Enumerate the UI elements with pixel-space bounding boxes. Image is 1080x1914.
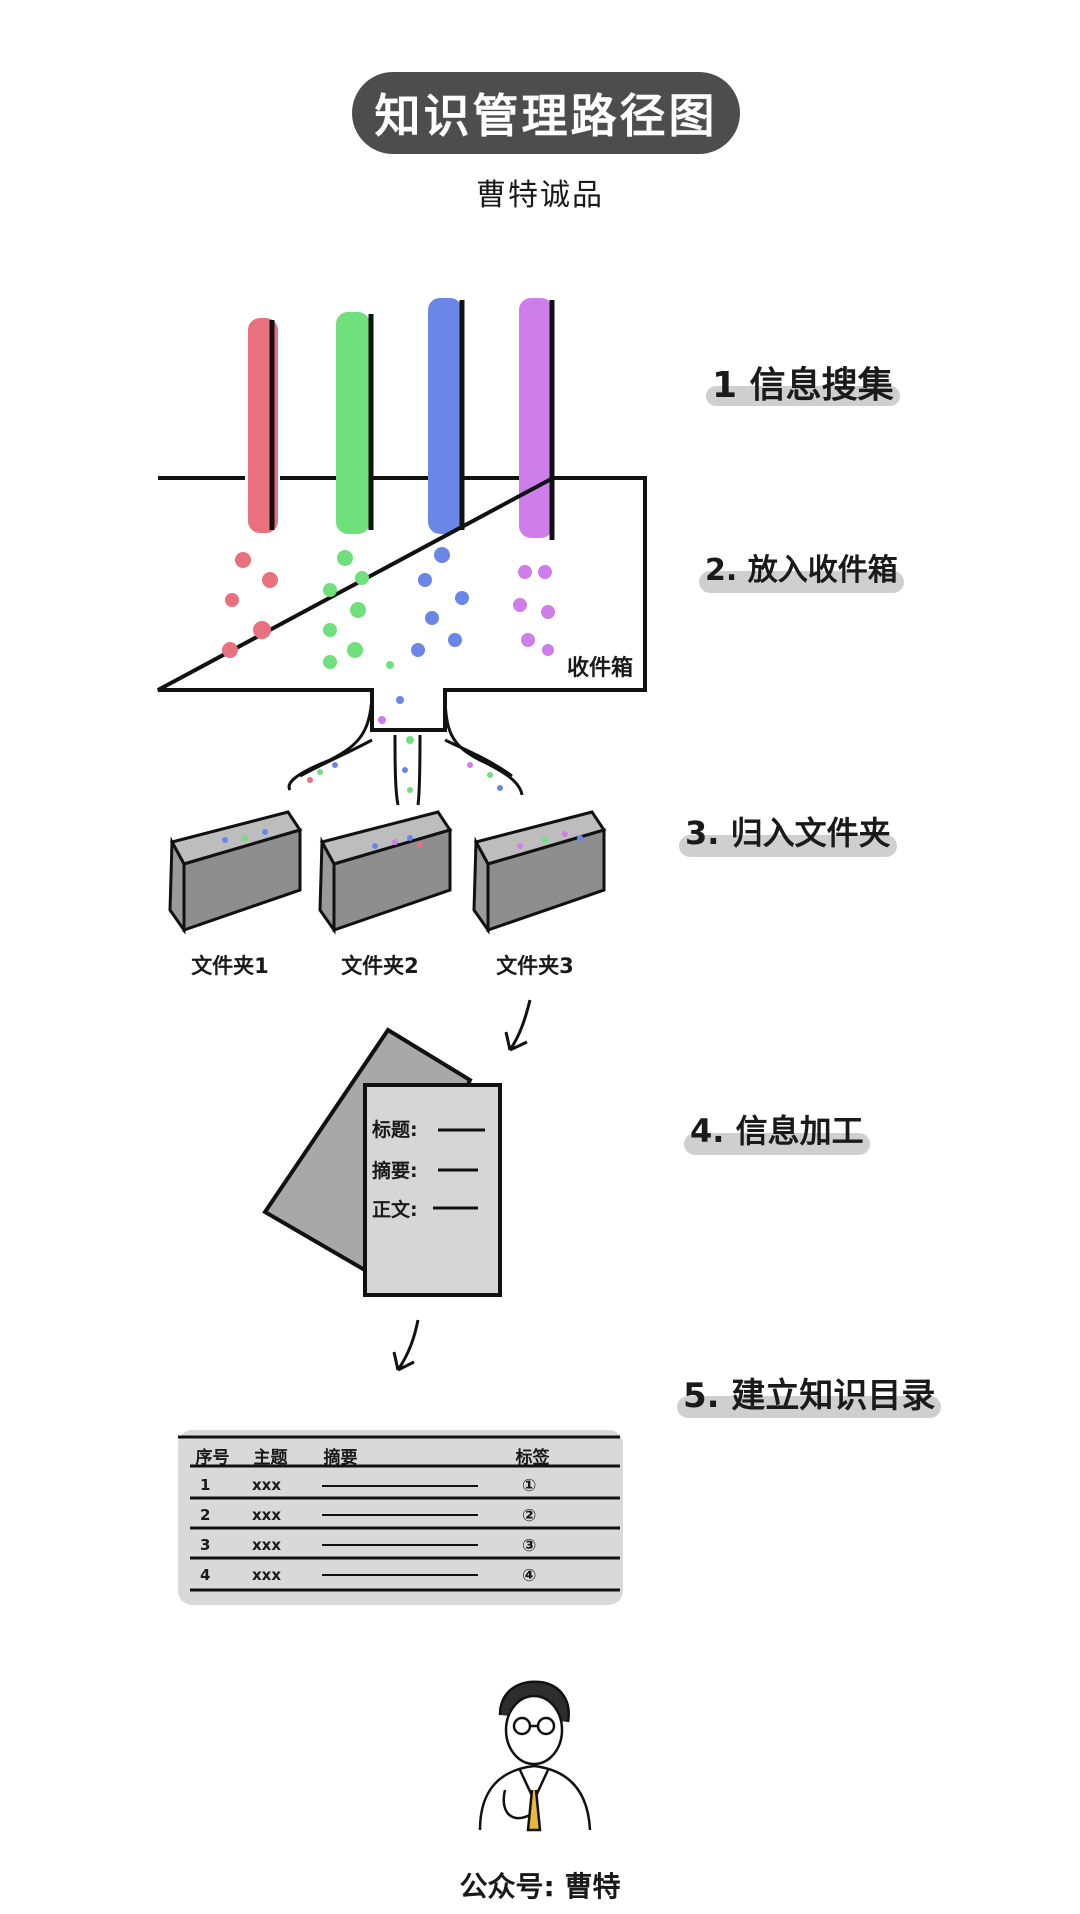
folder-3-label: 文件夹3 [496, 954, 574, 978]
arrow-to-table [392, 1319, 420, 1372]
step-4-process: 4. 信息加工 [684, 1106, 870, 1155]
stream-green [336, 312, 370, 534]
info-streams [248, 298, 555, 540]
doc-field-summary: 摘要: [372, 1160, 418, 1182]
document-sheet [363, 1083, 502, 1297]
folder-2 [318, 810, 453, 935]
table-body: 1 xxx ① 2 xxx ② 3 xxx ③ 4 xxx ④ [200, 1476, 537, 1586]
step-1-collect: 1 信息搜集 [706, 356, 900, 408]
folder-2-label: 文件夹2 [341, 954, 419, 978]
folder-3 [472, 810, 607, 935]
step-2-inbox: 2. 放入收件箱 [699, 545, 904, 593]
doc-field-title: 标题: [372, 1119, 418, 1141]
funnel-branches [287, 689, 524, 806]
table-header-topic: 主题 [253, 1448, 288, 1468]
document-illustration [262, 1027, 502, 1297]
inbox-label: 收件箱 [566, 656, 633, 681]
inbox-box [157, 476, 647, 732]
page-subtitle: 曹特诚品 [476, 178, 604, 213]
folder-1 [168, 810, 303, 935]
info-dots [222, 547, 555, 744]
arrow-to-document [504, 999, 532, 1052]
page-title: 知识管理路径图 [352, 72, 740, 154]
table-header-index: 序号 [195, 1448, 230, 1468]
table-header-tag: 标签 [515, 1448, 550, 1468]
step-3-folders: 3. 归入文件夹 [679, 808, 897, 857]
stream-blue [428, 298, 462, 534]
stream-purple [519, 298, 553, 538]
page-title-text: 知识管理路径图 [374, 89, 718, 143]
knowledge-table [178, 1430, 623, 1605]
author-credit: 公众号: 曹特 [459, 1870, 621, 1903]
folder-1-label: 文件夹1 [191, 954, 269, 978]
author-portrait [478, 1680, 592, 1832]
table-header-summary: 摘要 [323, 1448, 358, 1468]
step-5-catalog: 5. 建立知识目录 [677, 1368, 942, 1419]
doc-field-body: 正文: [372, 1199, 418, 1221]
